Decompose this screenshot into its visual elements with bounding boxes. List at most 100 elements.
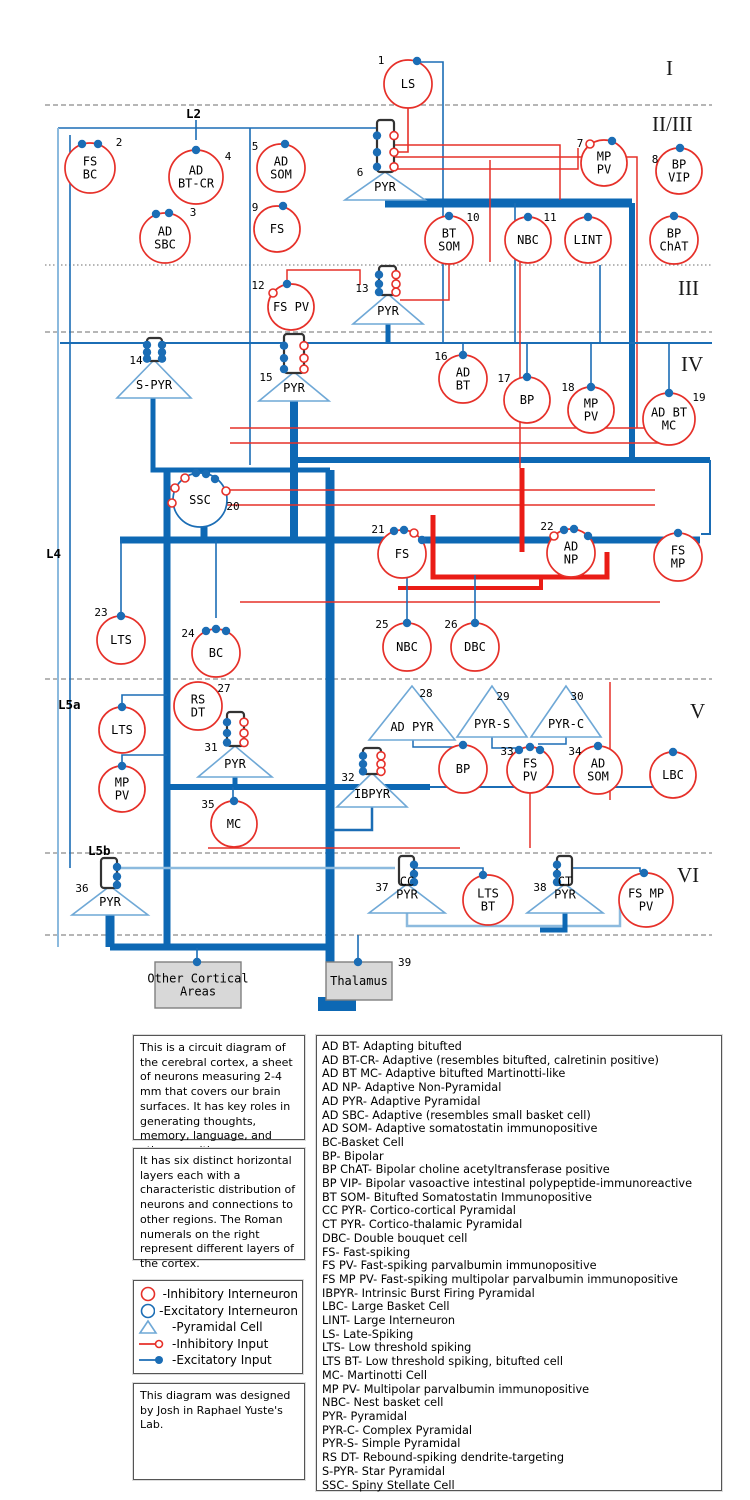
pyramidal-triangle xyxy=(195,744,275,778)
credit-box: This diagram was designed by Josh in Rap… xyxy=(133,1383,305,1480)
connection-wire xyxy=(400,262,450,301)
neuron-number: 17 xyxy=(497,372,510,385)
pyramidal-triangle xyxy=(524,882,606,914)
label-text: MC xyxy=(227,817,241,831)
legend-item-pyramidal-cell: -Pyramidal Cell xyxy=(138,1319,298,1336)
neuron-x-FS MP-PV: FS MPPV xyxy=(618,868,674,928)
excitatory-input-dot xyxy=(112,862,122,872)
excitatory-input-dot xyxy=(112,872,122,881)
connection-wire xyxy=(121,754,167,765)
abbreviation-line: BT SOM- Bitufted Somatostatin Immunoposi… xyxy=(322,1190,592,1204)
sublayer-label-L4: L4 xyxy=(46,546,62,561)
abbreviation-line: CC PYR- Cortico-cortical Pyramidal xyxy=(322,1204,516,1218)
legend-item-excitatory-input: -Excitatory Input xyxy=(138,1352,298,1369)
box-rect xyxy=(154,961,242,1009)
abbreviation-line: LS- Late-Spiking xyxy=(322,1327,414,1341)
abbreviation-line: AD NP- Adaptive Non-Pyramidal xyxy=(322,1081,502,1095)
label-text: FS PV xyxy=(273,300,309,314)
neuron-number: 12 xyxy=(251,279,264,292)
excitatory-input-dot xyxy=(279,364,289,374)
abbreviation-line: DBC- Double bouquet cell xyxy=(322,1231,468,1245)
inhibitory-input-dot xyxy=(268,288,278,298)
neuron-number: 11 xyxy=(543,211,556,224)
inhibitory-input-dot xyxy=(389,130,399,141)
legend-item-label: -Pyramidal Cell xyxy=(172,1320,263,1335)
abbreviation-line: MP PV- Multipolar parvalbumin immunoposi… xyxy=(322,1382,590,1396)
pyramidal-triangle xyxy=(366,882,448,914)
label-text: LBC xyxy=(662,768,684,782)
neuron-28-AD PYR: AD PYR28 xyxy=(367,684,457,741)
layers-text: It has six distinct horizontal layers ea… xyxy=(140,1154,296,1271)
legend-item-label: -Inhibitory Input xyxy=(172,1336,269,1351)
abbreviation-line: AD SBC- Adaptive (resembles small basket… xyxy=(322,1108,591,1122)
neuron-number: 23 xyxy=(94,606,107,619)
pyramidal-triangle xyxy=(115,358,193,399)
neuron-30-PYR-C: PYR-C30 xyxy=(529,684,603,738)
excitatory-input-dot xyxy=(201,626,211,636)
excitatory-input-dot xyxy=(191,468,201,478)
neuron-number: 2 xyxy=(116,136,123,149)
inhibitory-input-dot xyxy=(239,728,249,738)
excitatory-input-dot xyxy=(372,148,382,157)
excitatory-input-dot xyxy=(409,877,419,887)
neuron-number: 34 xyxy=(568,745,582,758)
excitatory-input-dot xyxy=(552,860,562,869)
pyramidal-triangle xyxy=(69,884,151,916)
excitatory-input-dot xyxy=(478,870,488,880)
abbreviation-line: FS- Fast-spiking xyxy=(322,1245,411,1259)
excitatory-input-dot xyxy=(569,524,579,534)
pyramidal-cell-icon xyxy=(138,1319,158,1335)
abbreviation-line: S-PYR- Star Pyramidal xyxy=(322,1464,445,1478)
inhibitory-input-dot xyxy=(391,279,401,289)
inhibitory-input-dot xyxy=(389,162,399,172)
excitatory-input-dot xyxy=(157,340,167,350)
inhibitory-input-dot xyxy=(299,340,309,351)
excitatory-input-dot xyxy=(412,56,422,66)
abbreviation-line: AD BT MC- Adaptive bitufted Martinotti-l… xyxy=(322,1067,566,1081)
neuron-x-BP: BP xyxy=(438,740,488,794)
excitatory-input-dot xyxy=(583,531,593,541)
label-text: LS xyxy=(401,77,415,91)
excitatory-input-dot xyxy=(458,350,468,360)
label-text: DBC xyxy=(464,640,486,654)
layer-numeral-III: III xyxy=(678,276,699,300)
excitatory-input-dot xyxy=(93,139,103,149)
excitatory-input-dot xyxy=(116,611,126,621)
layer-numeral-I: I xyxy=(666,56,673,80)
neuron-x-LINT: LINT xyxy=(564,212,612,264)
inhibitory-input-dot xyxy=(299,364,309,374)
label-text: PYR xyxy=(224,757,246,771)
excitatory-input-dot xyxy=(470,618,480,628)
neuron-number: 1 xyxy=(378,54,385,67)
label-text: LTS xyxy=(111,723,133,737)
neuron-number: 27 xyxy=(217,682,230,695)
label-text: PYR xyxy=(283,381,305,395)
connection-wire xyxy=(412,740,455,748)
excitatory-input-dot xyxy=(157,354,167,363)
abbreviation-line: PYR- Pyramidal xyxy=(322,1409,407,1423)
excitatory-input-dot xyxy=(374,270,384,279)
excitatory-input-dot xyxy=(353,957,363,967)
box-rect xyxy=(325,961,393,1001)
neuron-12-FS PV: FS PV 12 xyxy=(251,279,315,331)
neuron-29-PYR-S: PYR-S29 xyxy=(455,684,529,738)
legend-item-label: -Inhibitory Interneuron xyxy=(162,1287,298,1302)
